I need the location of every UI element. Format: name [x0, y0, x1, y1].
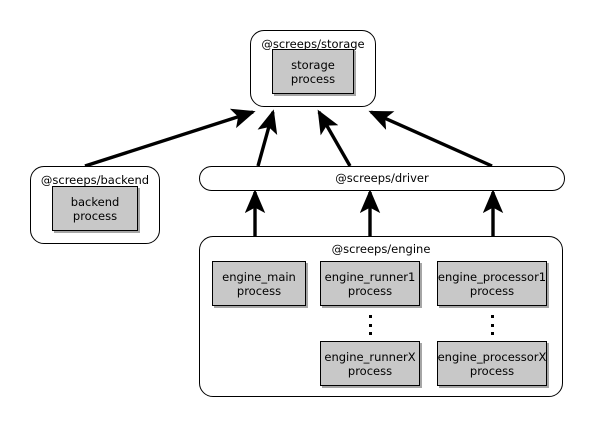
process-engine-processor1-name: engine_processor1	[437, 269, 547, 284]
package-engine-label: @screeps/engine	[331, 242, 431, 256]
process-engine-runner1[interactable]: engine_runner1 process	[320, 261, 420, 306]
arrow-backend-to-storage	[84, 108, 256, 168]
package-storage-label: @screeps/storage	[261, 37, 365, 51]
process-storage-kind: process	[290, 71, 336, 86]
process-engine-runnerx-name: engine_runnerX	[324, 349, 416, 364]
process-backend[interactable]: backend process	[52, 186, 138, 231]
arrow-driver-to-storage-left	[256, 109, 278, 167]
arrow-driver-to-storage-right	[368, 110, 493, 168]
process-engine-main-name: engine_main	[222, 269, 296, 284]
process-engine-processorx-name: engine_processorX	[437, 349, 547, 364]
ellipsis-processor-icon	[487, 315, 497, 335]
process-engine-processorx[interactable]: engine_processorX process	[437, 341, 547, 386]
process-engine-processor1-kind: process	[469, 283, 515, 298]
process-engine-processor1[interactable]: engine_processor1 process	[437, 261, 547, 306]
process-engine-runnerx-kind: process	[347, 363, 393, 378]
process-engine-runner1-name: engine_runner1	[324, 269, 416, 284]
process-storage-name: storage	[291, 57, 335, 72]
process-storage[interactable]: storage process	[272, 49, 354, 94]
arrow-driver-to-storage-middle	[317, 109, 352, 167]
process-engine-main-kind: process	[236, 283, 282, 298]
process-engine-processorx-kind: process	[469, 363, 515, 378]
process-engine-runnerx[interactable]: engine_runnerX process	[320, 341, 420, 386]
package-driver-label: @screeps/driver	[335, 171, 429, 185]
process-backend-name: backend	[70, 194, 120, 209]
process-engine-runner1-kind: process	[347, 283, 393, 298]
process-backend-kind: process	[72, 208, 118, 223]
process-engine-main[interactable]: engine_main process	[212, 261, 306, 306]
package-driver[interactable]: @screeps/driver	[199, 166, 565, 191]
package-backend-label: @screeps/backend	[40, 173, 150, 187]
ellipsis-runner-icon	[365, 315, 375, 335]
